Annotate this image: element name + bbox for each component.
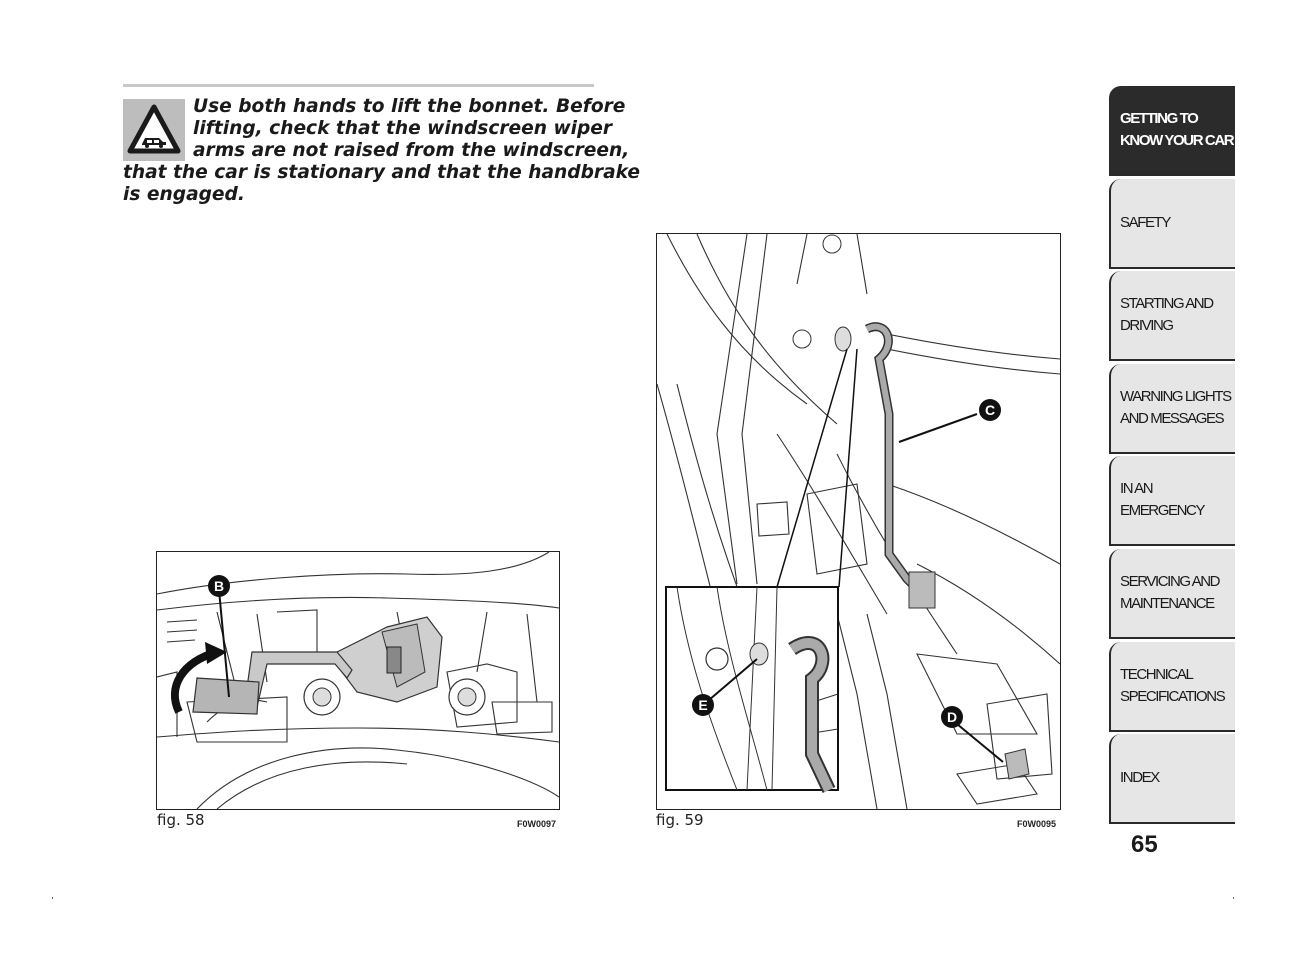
figure-bonnet-strut: C D E bbox=[656, 233, 1061, 810]
section-divider bbox=[123, 84, 594, 87]
warning-line: Use both hands to lift the bonnet. Befor… bbox=[193, 96, 626, 117]
tab-index[interactable]: INDEX bbox=[1109, 734, 1235, 825]
tab-label: IN AN EMERGENCY bbox=[1120, 480, 1205, 520]
callout-b: B bbox=[214, 578, 224, 594]
warning-line: arms are not raised from the windscreen, bbox=[193, 140, 630, 161]
figure-caption: fig. 59 bbox=[656, 811, 704, 829]
tab-servicing[interactable]: SERVICING AND MAINTENANCE bbox=[1109, 548, 1235, 639]
page-number: 65 bbox=[1131, 831, 1158, 858]
warning-paragraph: Use both hands to lift the bonnet. Befor… bbox=[123, 96, 640, 206]
warning-line: that the car is stationary and that the … bbox=[123, 162, 640, 183]
figure-bonnet-lever: B bbox=[156, 551, 560, 810]
tab-label: TECHNICAL SPECIFICATIONS bbox=[1120, 665, 1226, 705]
warning-line: is engaged. bbox=[123, 184, 245, 205]
tab-starting-and-driving[interactable]: STARTING AND DRIVING bbox=[1109, 271, 1235, 362]
tab-label: WARNING LIGHTS AND MESSAGES bbox=[1120, 387, 1232, 427]
figure-code: F0W0097 bbox=[517, 819, 557, 829]
tab-technical-specifications[interactable]: TECHNICAL SPECIFICATIONS bbox=[1109, 641, 1235, 732]
tab-label: SAFETY bbox=[1120, 213, 1171, 231]
figure-code: F0W0095 bbox=[1017, 819, 1057, 829]
warning-triangle-car-icon bbox=[123, 99, 185, 161]
bonnet-strut-illustration: C D E bbox=[657, 234, 1060, 809]
callout-e: E bbox=[698, 697, 707, 713]
crop-mark bbox=[1233, 897, 1234, 899]
warning-line: lifting, check that the windscreen wiper bbox=[193, 118, 613, 139]
crop-mark bbox=[52, 897, 53, 899]
figure-caption: fig. 58 bbox=[157, 811, 205, 829]
tab-safety[interactable]: SAFETY bbox=[1109, 178, 1235, 269]
callout-c: C bbox=[985, 402, 995, 418]
tab-label: SERVICING AND MAINTENANCE bbox=[1120, 572, 1220, 612]
bonnet-lever-illustration: B bbox=[157, 552, 559, 809]
tab-label: INDEX bbox=[1120, 769, 1160, 787]
tab-getting-to-know-your-car[interactable]: GETTING TO KNOW YOUR CAR bbox=[1109, 86, 1235, 176]
callout-d: D bbox=[947, 709, 957, 725]
tab-in-an-emergency[interactable]: IN AN EMERGENCY bbox=[1109, 456, 1235, 547]
tab-warning-lights[interactable]: WARNING LIGHTS AND MESSAGES bbox=[1109, 363, 1235, 454]
tab-label: STARTING AND DRIVING bbox=[1120, 295, 1214, 335]
section-tabs: GETTING TO KNOW YOUR CAR SAFETY STARTING… bbox=[1109, 86, 1235, 827]
tab-label: GETTING TO KNOW YOUR CAR bbox=[1120, 110, 1235, 149]
